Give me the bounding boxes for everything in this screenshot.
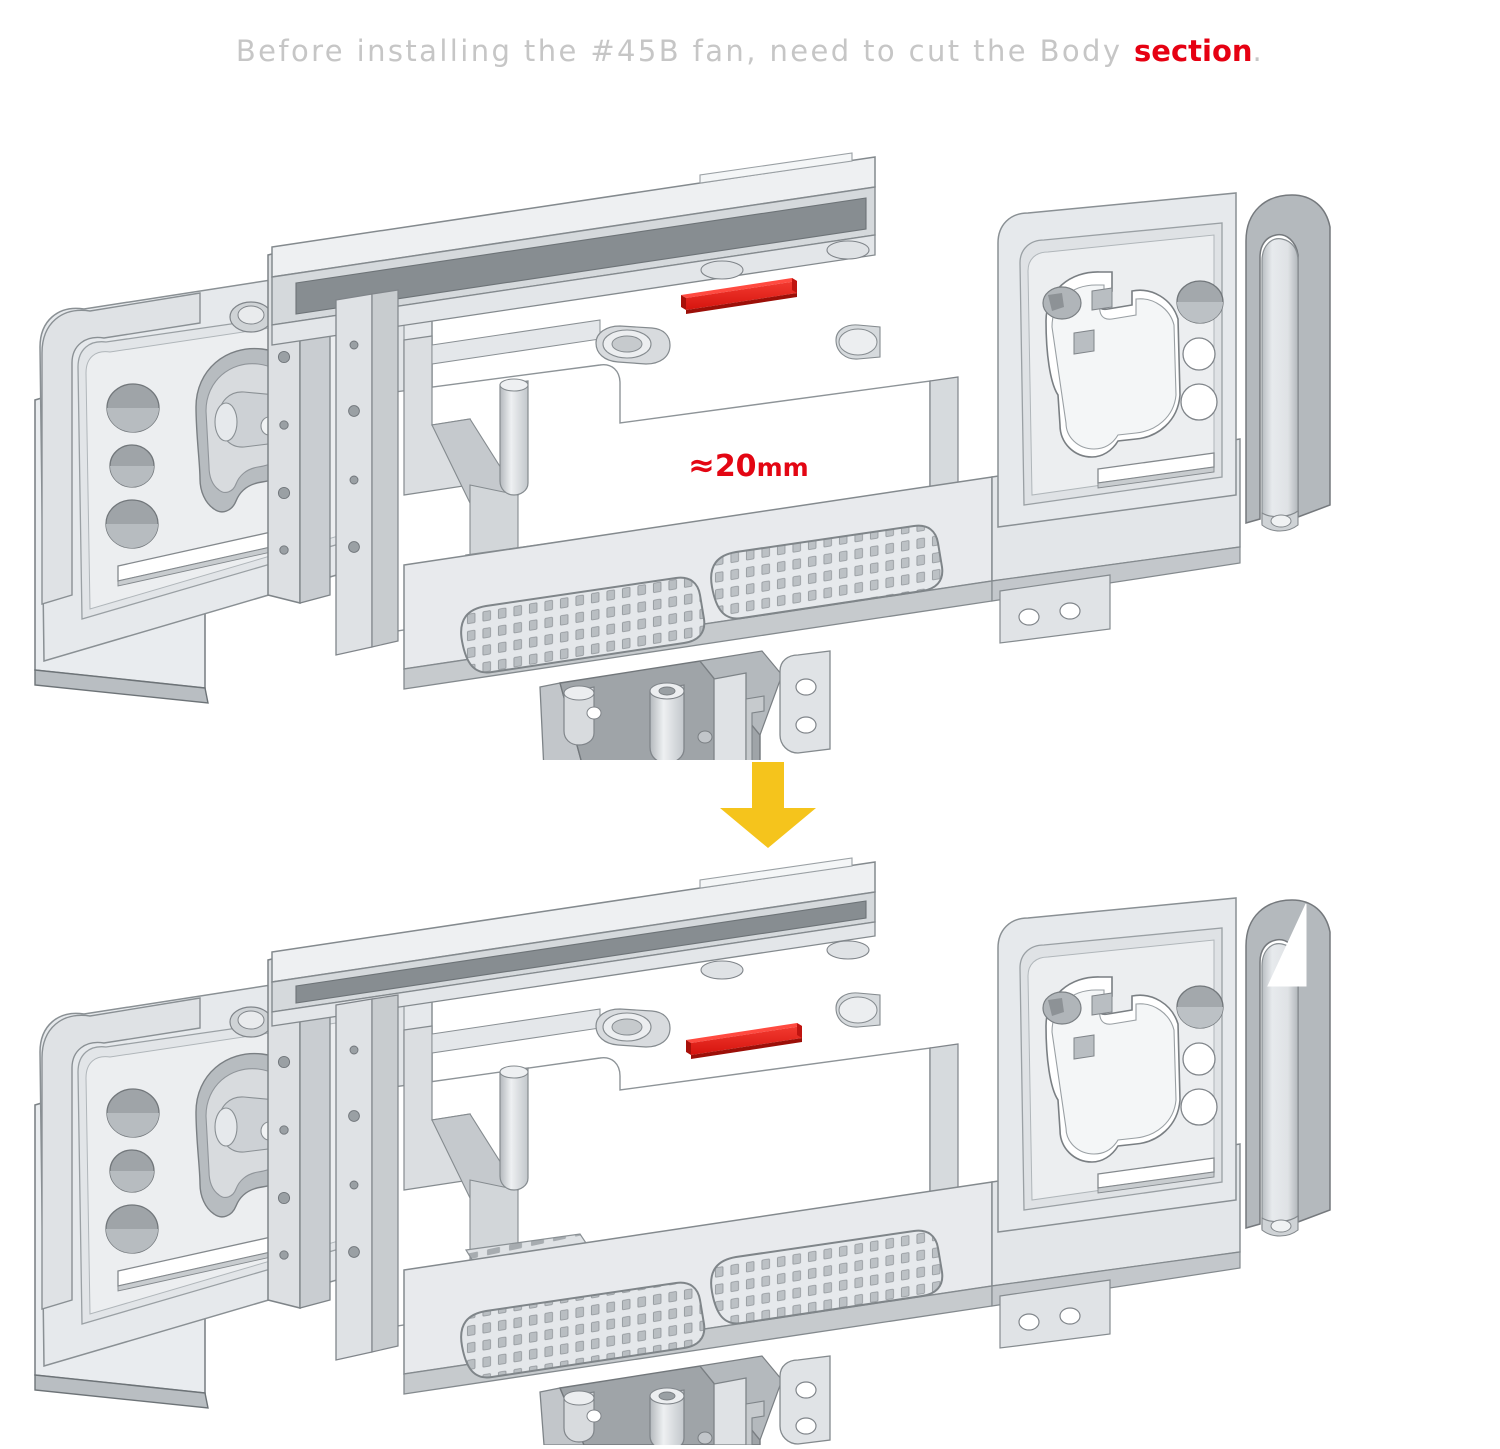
approx-symbol: ≈: [688, 446, 715, 484]
page-title: Before installing the #45B fan, need to …: [0, 34, 1500, 68]
dimension-label-20mm: ≈20mm: [688, 446, 809, 484]
body-shell-assembly: [34, 152, 1331, 760]
page-title-accent: section: [1134, 34, 1253, 68]
body-shell-assembly-cut: [34, 857, 1331, 1445]
cad-render-after: [0, 790, 1500, 1445]
right-a-pillar-cut: [1245, 899, 1331, 1237]
right-a-pillar: [1245, 194, 1331, 532]
dimension-unit: mm: [756, 453, 809, 482]
right-fender-panel: [991, 192, 1241, 644]
front-grille-band: [403, 476, 993, 690]
dimension-value: 20: [714, 449, 757, 484]
grille-vent-right: [710, 1229, 944, 1325]
cut-marker-bar: [681, 278, 797, 314]
figure-before-cut: ≈20mm: [0, 95, 1500, 760]
grille-vent-right: [710, 524, 944, 620]
chassis-brackets: [539, 650, 831, 760]
left-bulkhead-wall: [267, 945, 331, 1309]
left-fender-panel: [34, 959, 433, 1409]
page-title-period: .: [1252, 34, 1265, 68]
upper-cowl-beam-cut: [271, 857, 876, 1027]
right-fender-panel: [991, 897, 1241, 1349]
down-arrow-icon: [712, 762, 824, 848]
upper-cowl-beam: [271, 152, 876, 346]
front-grille-band: [403, 1181, 993, 1395]
grille-vent-left: [460, 576, 706, 674]
grille-vent-left: [460, 1281, 706, 1379]
cut-marker-bar: [686, 1023, 802, 1059]
page-title-main: Before installing the #45B fan, need to …: [235, 34, 1135, 68]
figure-after-cut: [0, 790, 1500, 1445]
chassis-brackets: [539, 1355, 831, 1445]
cad-render-before: [0, 95, 1500, 760]
